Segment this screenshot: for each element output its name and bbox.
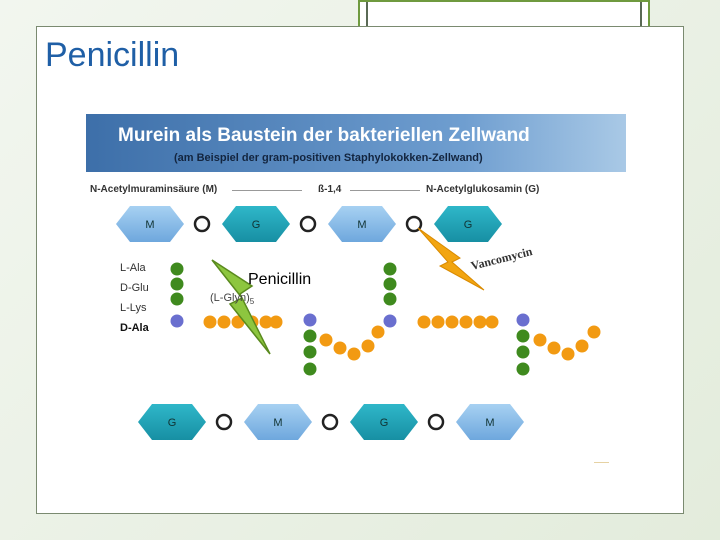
amino-acid-label: D-Ala: [120, 322, 149, 334]
divider-left: [232, 190, 302, 191]
sugar-label: M: [273, 417, 282, 429]
amino-acid-label: L-Lys: [120, 302, 147, 314]
glycine-bead: [473, 315, 487, 329]
glycine-bead: [371, 325, 385, 339]
diagram-subtitle: (am Beispiel der gram-positiven Staphylo…: [174, 152, 483, 164]
glycine-bead: [561, 347, 575, 361]
glycine-bead: [361, 339, 375, 353]
glycine-bead: [587, 325, 601, 339]
sugar-label: M: [357, 219, 366, 231]
sugar-hexagon: [350, 404, 418, 440]
glycine-bridge-2: [319, 325, 385, 361]
bottom-glycan-chain: G M G M: [138, 404, 524, 440]
sugar-hexagon: [434, 206, 502, 242]
amino-acid-bead: [516, 329, 530, 343]
vancomycin-label: Vancomycin: [469, 244, 534, 273]
glycosidic-oxygen: [215, 413, 233, 431]
stem-peptide-far-right: [516, 313, 530, 376]
diagram-banner: Murein als Baustein der bakteriellen Zel…: [86, 114, 626, 172]
sugar-hexagon: [222, 206, 290, 242]
stem-peptide-right: [383, 262, 397, 328]
amino-acid-bead: [516, 313, 530, 327]
glycine-bead: [485, 315, 499, 329]
amino-acid-bead: [170, 262, 184, 276]
amino-acid-bead: [303, 329, 317, 343]
glycosidic-oxygen: [193, 215, 211, 233]
label-nam: N-Acetylmuraminsäure (M): [90, 184, 218, 195]
amino-acid-bead: [516, 362, 530, 376]
penicillin-lightning-icon: [211, 259, 271, 355]
amino-acid-bead: [170, 314, 184, 328]
glycine-bead: [203, 315, 217, 329]
footer-note: ———: [594, 460, 609, 466]
murein-diagram: Murein als Baustein der bakteriellen Zel…: [80, 108, 640, 480]
amino-acid-bead: [383, 277, 397, 291]
glycine-bead: [333, 341, 347, 355]
peptidoglycan-network: M G M G G M G M: [116, 206, 601, 440]
glycine-bead: [431, 315, 445, 329]
sugar-label: M: [145, 219, 154, 231]
glycine-bead: [347, 347, 361, 361]
penicillin-label: Penicillin: [248, 271, 312, 288]
glycine-bead: [269, 315, 283, 329]
glycine-bead: [259, 315, 273, 329]
pentaglycine-label: (L-Glyn)5: [210, 292, 255, 307]
amino-acid-bead: [303, 313, 317, 327]
sugar-label: G: [168, 417, 177, 429]
glycosidic-oxygen: [321, 413, 339, 431]
glycine-bead: [459, 315, 473, 329]
amino-acid-bead: [303, 362, 317, 376]
sugar-hexagon: [116, 206, 184, 242]
glycine-bead: [319, 333, 333, 347]
slide-title: Penicillin: [45, 36, 180, 74]
amino-acid-bead: [383, 314, 397, 328]
vancomycin-lightning-icon: [417, 227, 485, 291]
divider-right: [350, 190, 420, 191]
glycine-bead: [547, 341, 561, 355]
sugar-label: M: [485, 417, 494, 429]
amino-acid-label: D-Glu: [120, 282, 149, 294]
glycosidic-oxygen: [299, 215, 317, 233]
glycine-bead: [533, 333, 547, 347]
sugar-hexagon: [244, 404, 312, 440]
label-nag: N-Acetylglukosamin (G): [426, 184, 540, 195]
amino-acid-label: L-Ala: [120, 262, 146, 274]
glycine-bead: [417, 315, 431, 329]
glycosidic-oxygen: [427, 413, 445, 431]
amino-acid-bead: [516, 345, 530, 359]
stem-peptide-center: [303, 313, 317, 376]
sugar-hexagon: [328, 206, 396, 242]
amino-acid-bead: [170, 277, 184, 291]
glycosidic-oxygen: [405, 215, 423, 233]
glycine-bead: [217, 315, 231, 329]
sugar-label: G: [464, 219, 473, 231]
sugar-hexagon: [456, 404, 524, 440]
glycine-bead: [575, 339, 589, 353]
label-bond: ß-1,4: [318, 184, 342, 195]
amino-acid-bead: [170, 292, 184, 306]
glycine-bridge-3: [417, 315, 499, 329]
top-glycan-chain: M G M G: [116, 206, 502, 242]
amino-acid-bead: [303, 345, 317, 359]
amino-acid-bead: [383, 292, 397, 306]
glycine-bead: [445, 315, 459, 329]
sugar-hexagon: [138, 404, 206, 440]
sugar-label: G: [380, 417, 389, 429]
amino-acid-bead: [383, 262, 397, 276]
diagram-title: Murein als Baustein der bakteriellen Zel…: [118, 125, 530, 146]
stem-peptide-left: [170, 262, 184, 328]
sugar-label: G: [252, 219, 261, 231]
glycine-bridge-4: [533, 325, 601, 361]
